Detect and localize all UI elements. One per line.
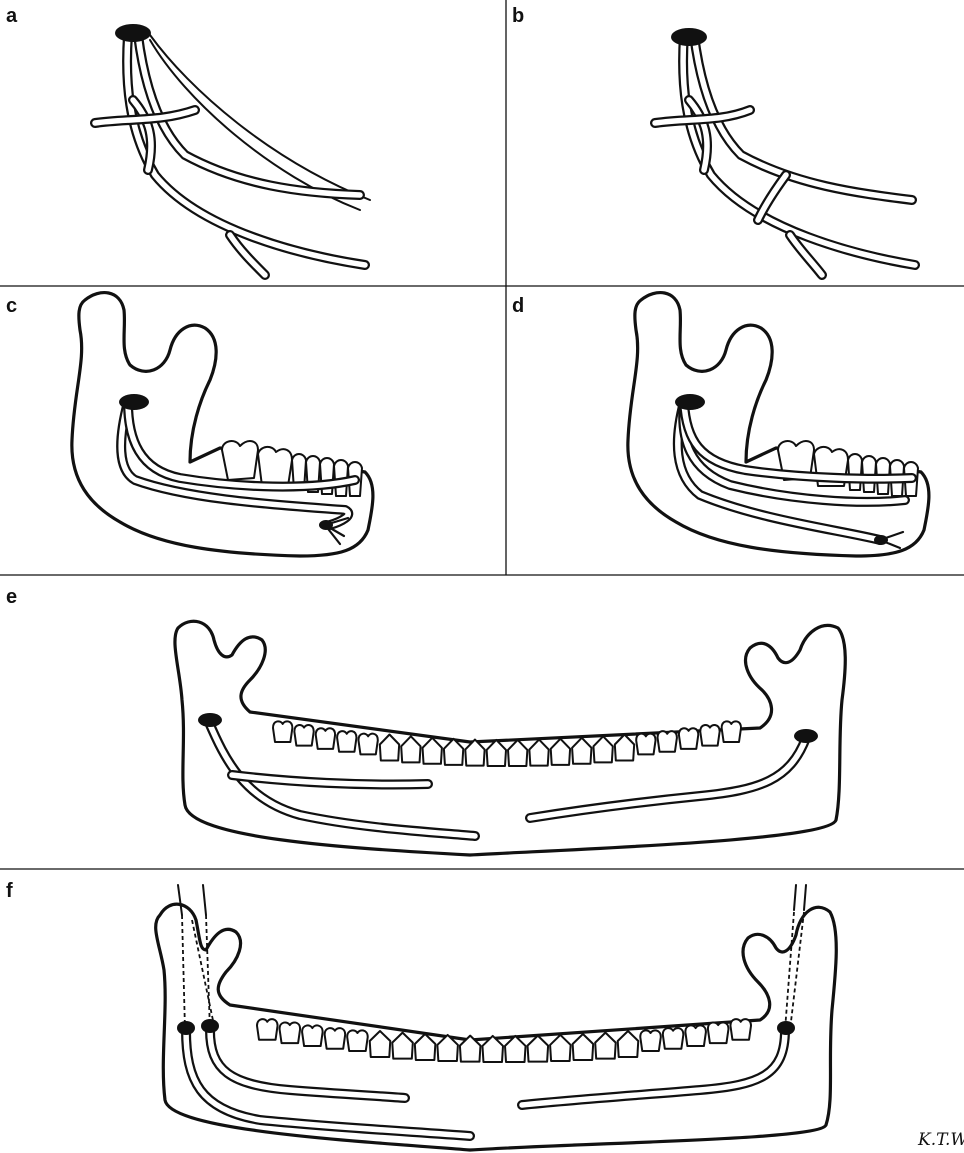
panel-a-drawing [95,24,370,275]
tooth [679,728,698,749]
tooth [337,731,356,752]
tooth [730,1019,751,1040]
tooth [273,721,292,742]
foramen-f-left-2 [201,1019,219,1033]
panel-a-label: a [6,5,18,27]
mental-foramen-c [319,520,333,530]
panel-b-drawing [655,28,915,275]
tooth [347,1030,368,1051]
foramen-f-right [777,1021,795,1035]
foramen-b [671,28,707,46]
foramen-e-right [794,729,818,743]
panel-c-label: c [6,295,17,317]
panel-d-label: d [512,295,524,317]
tooth [658,731,677,752]
tooth [685,1025,706,1046]
foramen-f-left-1 [177,1021,195,1035]
tooth [358,734,377,755]
tooth [302,1025,323,1046]
panel-e-label: e [6,586,17,608]
panel-c-drawing [72,293,373,556]
artist-signature: K.T.W [917,1130,964,1150]
tooth [636,734,655,755]
foramen-d [675,394,705,410]
panel-f-label: f [6,880,13,902]
tooth [257,1019,278,1040]
tooth [640,1030,661,1051]
tooth [722,721,741,742]
tooth [294,725,313,746]
tooth [700,725,719,746]
panel-b-label: b [512,5,524,27]
panel-d-drawing [628,293,929,556]
foramen-a [115,24,151,42]
tooth [280,1022,301,1043]
tooth [316,728,335,749]
panel-f-drawing [156,885,837,1150]
tooth [708,1022,729,1043]
tooth [325,1028,346,1049]
mental-foramen-d [874,535,888,545]
panel-e-drawing [175,621,845,855]
tooth [663,1028,684,1049]
mandible-c [72,293,373,556]
foramen-c [119,394,149,410]
foramen-e-left [198,713,222,727]
